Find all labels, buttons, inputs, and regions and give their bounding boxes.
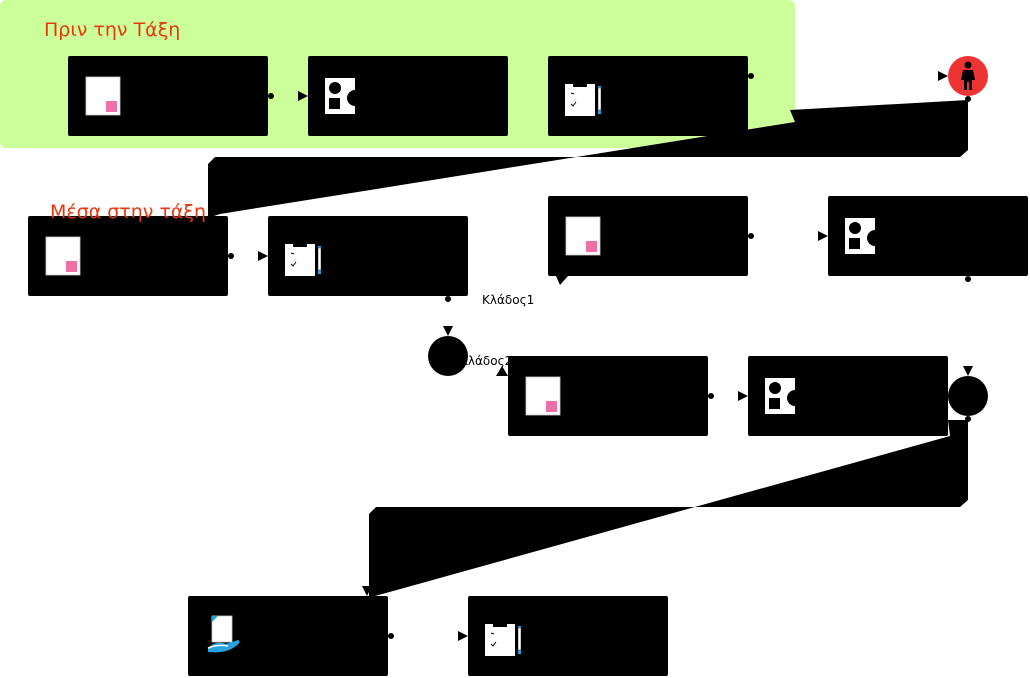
node-n6[interactable] — [548, 196, 748, 285]
page-icon — [565, 216, 601, 256]
connector-start-to-n4 — [208, 100, 968, 218]
node-n10[interactable] — [188, 596, 388, 676]
node-n3[interactable] — [548, 56, 748, 136]
page-icon — [85, 76, 121, 116]
person-icon — [961, 61, 975, 90]
branch-label-2: Κλάδος2 — [460, 354, 513, 368]
section-title-in-class: Μέσα στην τάξη — [50, 201, 207, 223]
page-icon — [45, 236, 81, 276]
node-n2[interactable] — [308, 56, 508, 136]
node-n7[interactable] — [828, 196, 1028, 276]
branch-label-1: Κλάδος1 — [482, 293, 535, 307]
node-n11[interactable] — [468, 596, 668, 676]
page-icon — [525, 376, 561, 416]
split-gateway[interactable] — [428, 336, 468, 376]
start-node[interactable] — [948, 56, 988, 96]
section-title-before-class: Πριν την Τάξη — [44, 19, 181, 41]
connector-markers — [228, 71, 973, 641]
node-n9[interactable] — [748, 356, 948, 436]
node-n8[interactable] — [508, 356, 708, 436]
connector-join-to-n10 — [369, 420, 968, 596]
join-gateway[interactable] — [948, 376, 988, 416]
node-n4[interactable] — [28, 216, 228, 296]
node-n5[interactable] — [268, 216, 468, 296]
node-n1[interactable] — [68, 56, 268, 136]
